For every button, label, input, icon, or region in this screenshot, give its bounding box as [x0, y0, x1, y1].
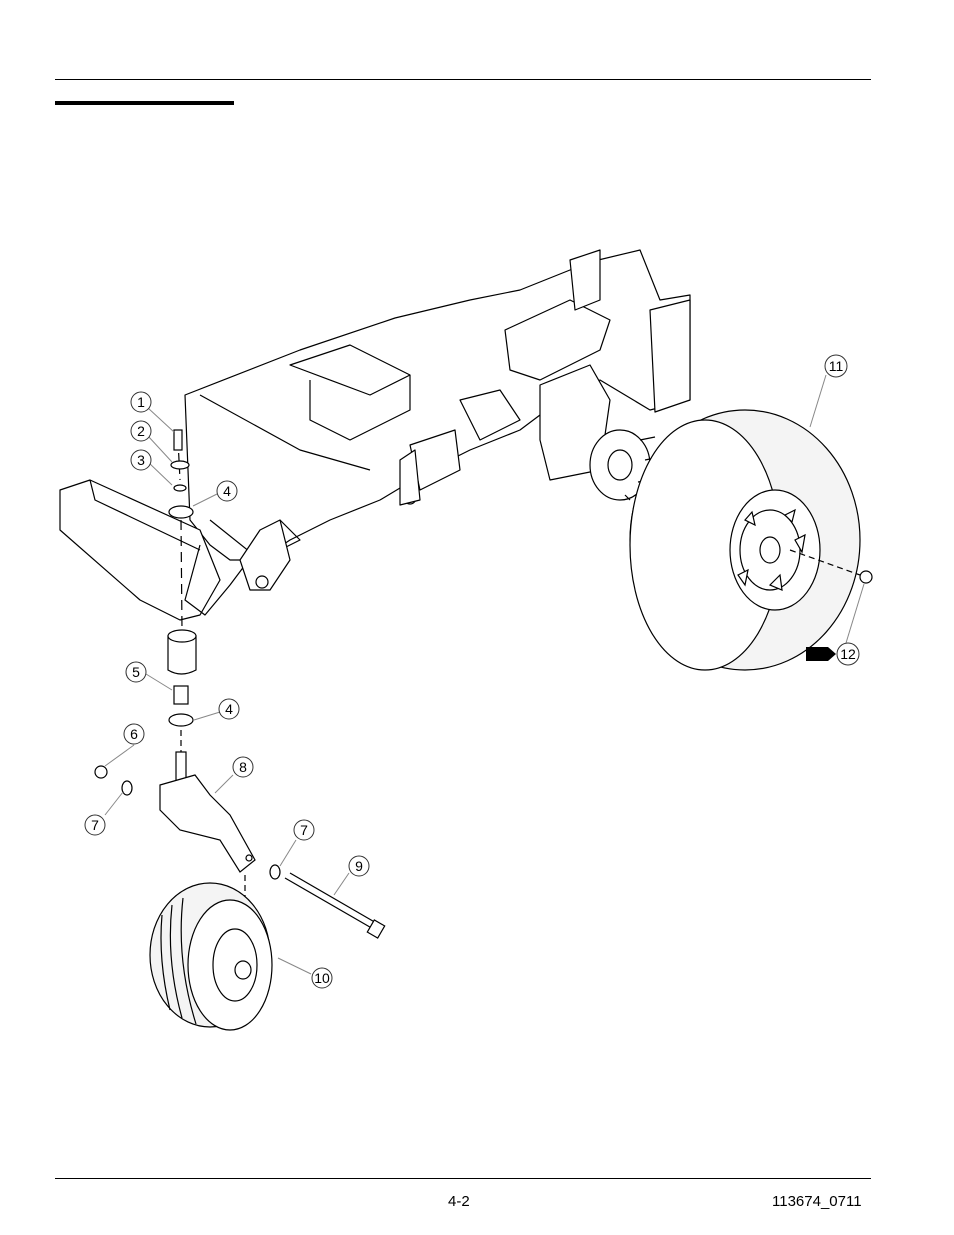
callout-10: 10	[314, 970, 330, 986]
callout-11: 11	[829, 358, 844, 374]
callout-7-right: 7	[300, 822, 308, 838]
callout-4-upper: 4	[223, 483, 231, 499]
bulk-pointer-arrow	[806, 647, 836, 661]
callout-1: 1	[137, 394, 145, 410]
callout-2: 2	[137, 423, 145, 439]
callout-12: 12	[840, 646, 856, 662]
footer-rule	[55, 1178, 871, 1179]
callout-5: 5	[132, 664, 140, 680]
callout-7-left: 7	[91, 817, 99, 833]
page-number: 4-2	[448, 1193, 470, 1210]
frame-drawing	[60, 250, 690, 620]
callout-6: 6	[130, 726, 138, 742]
callout-8: 8	[239, 759, 247, 775]
document-number: 113674_0711	[772, 1193, 862, 1210]
callout-4-lower: 4	[225, 701, 233, 717]
caster-wheel-tire	[150, 883, 272, 1030]
rear-wheel-tire	[630, 410, 872, 670]
callout-9: 9	[355, 858, 363, 874]
callout-3: 3	[137, 452, 145, 468]
